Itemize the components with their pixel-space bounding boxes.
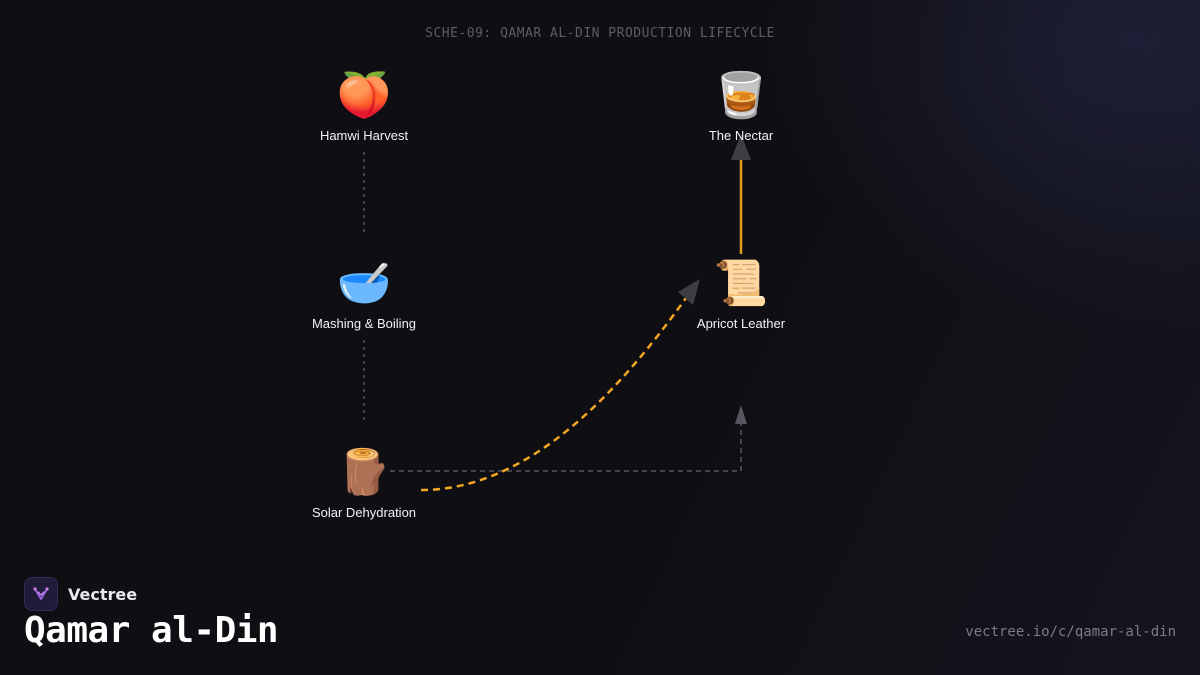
peach-icon: 🍑 <box>336 70 392 121</box>
bowl-icon: 🥣 <box>336 258 392 309</box>
node-the-nectar: 🥃 The Nectar <box>661 68 821 143</box>
vectree-logo-icon <box>24 577 58 611</box>
tumbler-glass-icon: 🥃 <box>713 70 769 121</box>
schema-code: SCHE-09: QAMAR AL-DIN PRODUCTION LIFECYC… <box>425 26 775 41</box>
page-title: Qamar al-Din <box>24 610 279 651</box>
arrowhead-orange-leather <box>678 279 700 305</box>
node-label: Mashing & Boiling <box>311 316 417 331</box>
edge-solar-leather-orange <box>420 297 688 492</box>
edge-solar-leather-gray <box>390 424 742 472</box>
arrowhead-gray-leather <box>735 405 747 424</box>
scroll-icon: 📜 <box>713 258 769 309</box>
node-solar-dehydration: 🪵 Solar Dehydration <box>284 445 444 520</box>
node-hamwi-harvest: 🍑 Hamwi Harvest <box>284 68 444 143</box>
node-mashing-boiling: 🥣 Mashing & Boiling <box>284 256 444 331</box>
source-url[interactable]: vectree.io/c/qamar-al-din <box>965 624 1176 640</box>
node-label: The Nectar <box>708 128 774 143</box>
arrowhead-nectar <box>731 134 751 160</box>
node-label: Solar Dehydration <box>311 505 417 520</box>
node-label: Apricot Leather <box>696 316 786 331</box>
brand-name: Vectree <box>68 584 138 604</box>
node-apricot-leather: 📜 Apricot Leather <box>661 256 821 331</box>
brand: Vectree <box>24 577 137 611</box>
wood-log-icon: 🪵 <box>336 447 392 498</box>
node-label: Hamwi Harvest <box>319 128 409 143</box>
